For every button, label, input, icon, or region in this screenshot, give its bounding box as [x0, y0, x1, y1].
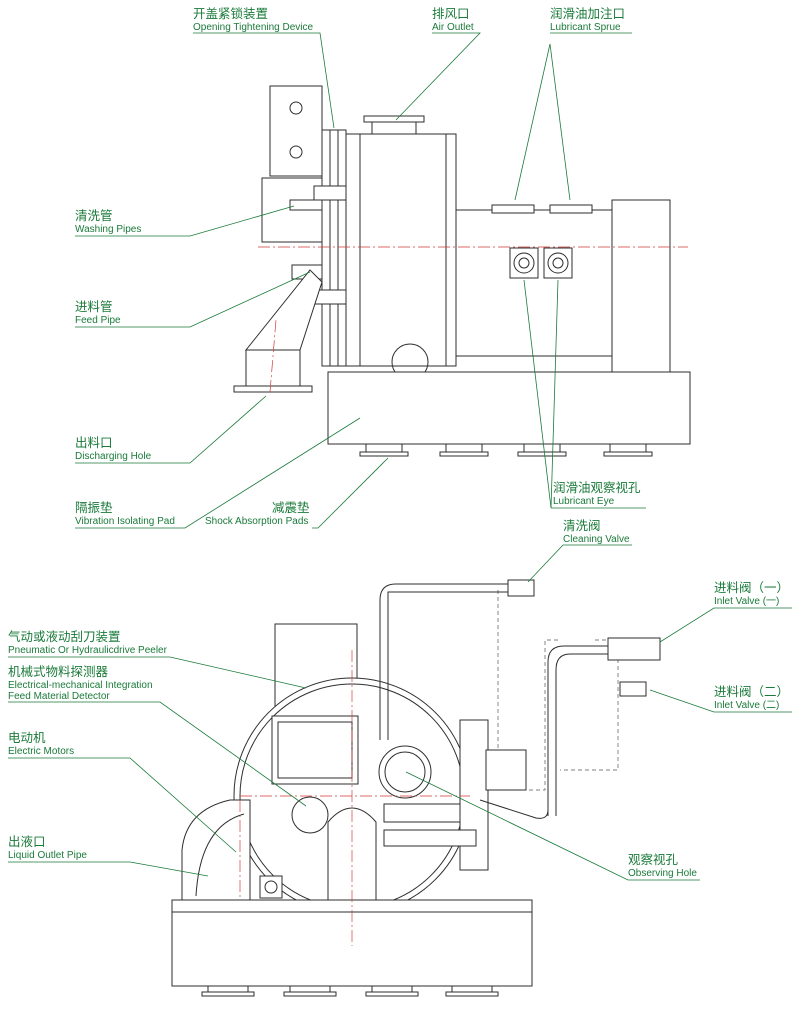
observing-hole-circle: [378, 745, 432, 799]
label-vibration-pad-en: Vibration Isolating Pad: [75, 516, 175, 527]
label-electric-motors-en: Electric Motors: [8, 746, 74, 757]
front-elevation-view: [171, 579, 661, 997]
label-air-outlet-en: Air Outlet: [432, 22, 474, 33]
feed-pipe-shape: [244, 269, 323, 351]
label-discharging-hole-cn: 出料口: [75, 435, 113, 450]
label-vibration-pad-cn: 隔振垫: [75, 500, 113, 515]
label-inlet-valve-1-cn: 进料阀（一）: [714, 580, 789, 595]
label-peeler-en: Pneumatic Or Hydraulicdrive Peeler: [8, 645, 168, 656]
label-inlet-valve-1-en: Inlet Valve (一): [714, 596, 779, 607]
label-lubricant-sprue-en: Lubricant Sprue: [550, 22, 621, 33]
callout-labels: 开盖紧锁装置 Opening Tightening Device 排风口 Air…: [8, 6, 789, 879]
label-detector-cn: 机械式物料探测器: [8, 664, 109, 679]
label-cleaning-valve-en: Cleaning Valve: [563, 534, 630, 545]
label-lubricant-eye-cn: 润滑油观察视孔: [553, 480, 641, 495]
detector-circle: [291, 796, 329, 834]
label-observing-hole-cn: 观察视孔: [628, 852, 679, 867]
label-liquid-outlet-en: Liquid Outlet Pipe: [8, 850, 87, 861]
label-opening-device-cn: 开盖紧锁装置: [193, 6, 268, 21]
control-panel: [269, 85, 323, 177]
bearing-housing: [455, 209, 615, 357]
label-shock-pads-cn: 减震垫: [272, 500, 310, 515]
side-elevation-view: [233, 85, 691, 457]
inlet-valve-1-body: [607, 637, 661, 661]
inspection-window: [271, 715, 359, 785]
door-frame: [321, 129, 347, 367]
label-peeler-cn: 气动或液动刮刀装置: [8, 629, 121, 644]
label-lubricant-sprue-cn: 润滑油加注口: [550, 6, 625, 21]
label-observing-hole-en: Observing Hole: [628, 868, 697, 879]
label-discharging-hole-en: Discharging Hole: [75, 451, 152, 462]
label-inlet-valve-2-cn: 进料阀（二）: [714, 684, 789, 699]
discharge-arch: [327, 807, 377, 921]
motor-housing: [181, 799, 251, 901]
label-feed-pipe-en: Feed Pipe: [75, 315, 121, 326]
label-liquid-outlet-cn: 出液口: [8, 834, 46, 849]
label-detector-en-line2: Feed Material Detector: [8, 691, 110, 702]
label-opening-device-en: Opening Tightening Device: [193, 22, 314, 33]
label-inlet-valve-2-en: Inlet Valve (二): [714, 700, 779, 711]
machine-base: [327, 371, 691, 445]
label-shock-pads-en: Shock Absorption Pads: [205, 516, 308, 527]
label-detector-en-line1: Electrical-mechanical Integration: [8, 680, 153, 691]
label-air-outlet-cn: 排风口: [432, 6, 470, 21]
label-electric-motors-cn: 电动机: [8, 730, 46, 745]
label-washing-pipes-cn: 清洗管: [75, 208, 113, 223]
label-lubricant-eye-en: Lubricant Eye: [553, 496, 615, 507]
inlet-valve-2-body: [619, 681, 647, 697]
label-feed-pipe-cn: 进料管: [75, 299, 113, 314]
leader-lines: [8, 32, 792, 881]
label-washing-pipes-en: Washing Pipes: [75, 224, 141, 235]
drum-housing: [345, 133, 457, 367]
front-base: [171, 911, 533, 987]
label-cleaning-valve-cn: 清洗阀: [563, 518, 601, 533]
